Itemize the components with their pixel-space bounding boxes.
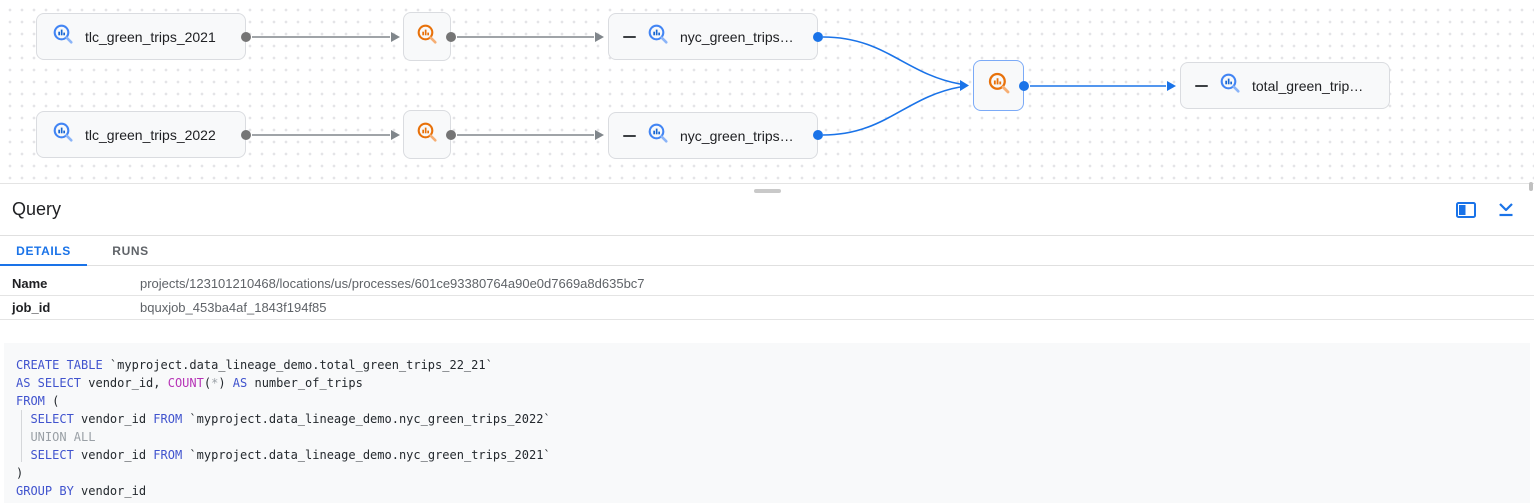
table-node-label: tlc_green_trips_2022: [85, 126, 216, 143]
bigquery-table-icon: [1218, 71, 1242, 100]
edge-port-dot: [446, 130, 456, 140]
process-node-query-2021[interactable]: [403, 12, 451, 61]
table-node-label: tlc_green_trips_2021: [85, 28, 216, 45]
detail-value: bquxjob_453ba4af_1843f194f85: [140, 300, 327, 315]
edge-port-dot-active: [813, 130, 823, 140]
lineage-graph: tlc_green_trips_2021 tlc_green_trips_202…: [0, 0, 1534, 184]
detail-value: projects/123101210468/locations/us/proce…: [140, 276, 645, 291]
panel-title: Query: [12, 199, 62, 219]
sql-code: CREATE TABLE `myproject.data_lineage_dem…: [16, 358, 551, 498]
detail-row-name: Name projects/123101210468/locations/us/…: [0, 272, 1534, 296]
indent-guide: [21, 410, 22, 462]
collapse-minus-icon[interactable]: [623, 35, 636, 38]
bigquery-table-icon: [51, 120, 75, 149]
query-process-icon: [986, 70, 1012, 101]
detail-label: Name: [12, 276, 48, 291]
collapse-minus-icon[interactable]: [1195, 84, 1208, 87]
table-node-label: nyc_green_trips…: [680, 127, 794, 144]
process-node-query-union-selected[interactable]: [973, 60, 1024, 111]
query-process-icon: [415, 120, 439, 149]
collapse-minus-icon[interactable]: [623, 134, 636, 137]
details-table: Name projects/123101210468/locations/us/…: [0, 272, 1534, 320]
lineage-edges: [252, 32, 1176, 140]
bigquery-table-icon: [646, 121, 670, 150]
table-node-nyc-green-trips-2022[interactable]: nyc_green_trips…: [608, 112, 818, 159]
table-node-total-green-trips[interactable]: total_green_trip…: [1180, 62, 1390, 109]
detail-row-job-id: job_id bquxjob_453ba4af_1843f194f85: [0, 296, 1534, 320]
edge-port-dot-active: [813, 32, 823, 42]
table-node-tlc-green-trips-2021[interactable]: tlc_green_trips_2021: [36, 13, 246, 60]
query-process-icon: [415, 22, 439, 51]
tab-details[interactable]: DETAILS: [0, 236, 87, 266]
table-node-label: total_green_trip…: [1252, 77, 1364, 94]
edge-port-dot-active: [1019, 81, 1029, 91]
process-node-query-2022[interactable]: [403, 110, 451, 159]
sql-code-block: CREATE TABLE `myproject.data_lineage_dem…: [4, 343, 1530, 503]
tab-runs[interactable]: RUNS: [112, 243, 149, 258]
bigquery-table-icon: [51, 22, 75, 51]
table-node-label: nyc_green_trips…: [680, 28, 794, 45]
detail-label: job_id: [12, 300, 51, 315]
edge-port-dot: [446, 32, 456, 42]
collapse-panel-icon[interactable]: [1496, 200, 1516, 220]
panel-tabs: DETAILS RUNS: [0, 236, 1534, 266]
query-panel-header: Query: [0, 182, 1534, 236]
panel-drag-handle[interactable]: [754, 189, 781, 193]
scrollbar-thumb[interactable]: [1529, 182, 1533, 191]
edge-port-dot: [241, 130, 251, 140]
table-node-nyc-green-trips-2021[interactable]: nyc_green_trips…: [608, 13, 818, 60]
table-node-tlc-green-trips-2022[interactable]: tlc_green_trips_2022: [36, 111, 246, 158]
dock-side-icon[interactable]: [1456, 200, 1476, 220]
bigquery-table-icon: [646, 22, 670, 51]
edge-port-dot: [241, 32, 251, 42]
